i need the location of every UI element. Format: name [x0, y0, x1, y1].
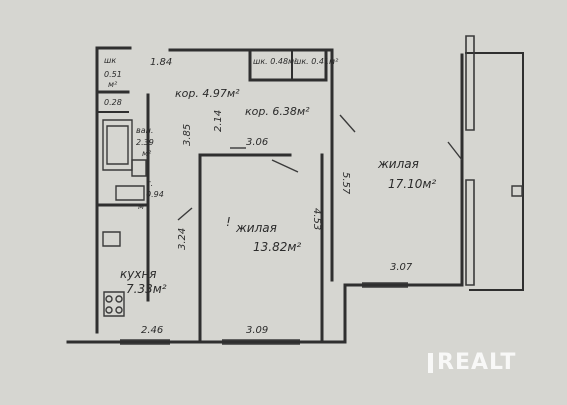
stove-burner-1 — [105, 295, 113, 303]
label-living-1-area: 13.82м² — [253, 240, 302, 254]
label-bath: ван. — [136, 126, 154, 135]
kitchen-sink — [102, 231, 121, 247]
dim-5-57: 5.57 — [340, 172, 351, 195]
label-exclamation: ! — [226, 215, 231, 229]
dim-2-46: 2.46 — [141, 325, 164, 336]
label-corridor-large: кор. 6.38м² — [245, 105, 310, 118]
label-bath-area: 2.39 — [136, 138, 154, 147]
label-kitchen: кухня — [120, 267, 157, 281]
tub-inner — [106, 125, 129, 165]
realt-logo-mark-icon — [428, 352, 433, 373]
door-swing-4 — [177, 207, 193, 221]
dim-3-24: 3.24 — [177, 227, 188, 250]
sink — [131, 159, 147, 177]
dim-3-09: 3.09 — [246, 325, 269, 336]
window-right — [511, 185, 523, 197]
dim-3-85: 3.85 — [182, 123, 193, 146]
dim-2-14: 2.14 — [213, 109, 224, 132]
balcony-rail — [465, 52, 524, 291]
dim-3-06: 3.06 — [246, 137, 269, 148]
label-closet-left-area: 0.51 — [104, 70, 122, 79]
window-bottom-right — [362, 282, 408, 288]
label-closet-left-unit: м² — [108, 80, 118, 89]
dim-3-07: 3.07 — [390, 262, 413, 273]
window-bottom-left — [120, 339, 170, 345]
realt-watermark-text: REALT — [437, 350, 517, 375]
door-swing-2 — [447, 141, 463, 161]
label-closet-top-2: шк. 0.41м² — [294, 57, 339, 66]
stove-burner-4 — [115, 306, 123, 314]
label-kitchen-area: 7.33м² — [126, 282, 167, 296]
realt-watermark: REALT — [428, 350, 516, 375]
label-living-1: жилая — [236, 221, 277, 235]
door-swing-3 — [271, 159, 299, 173]
balcony-door-top — [465, 35, 475, 131]
outer-wall-bottom — [66, 283, 464, 344]
label-toilet: т. — [146, 179, 154, 188]
label-living-2: жилая — [378, 157, 419, 171]
label-closet-left: шк — [104, 56, 117, 65]
toilet-fixture — [115, 185, 145, 201]
dim-1-84: 1.84 — [150, 57, 173, 68]
label-toilet-unit: м² — [138, 202, 148, 211]
stove-burner-3 — [105, 306, 113, 314]
stove — [103, 291, 125, 317]
door-swing-1 — [339, 114, 356, 133]
label-toilet-area: 0.94 — [146, 190, 164, 199]
label-closet-top-1: шк. 0.48м² — [253, 57, 298, 66]
dim-4-53: 4.53 — [311, 208, 322, 231]
window-bottom-mid — [222, 339, 300, 345]
stove-burner-2 — [115, 295, 123, 303]
balcony-door-bottom — [465, 179, 475, 286]
label-living-2-area: 17.10м² — [388, 177, 437, 191]
label-closet-left-2: 0.28 — [104, 98, 122, 107]
label-corridor-small: кор. 4.97м² — [175, 87, 240, 100]
label-bath-unit: м² — [142, 149, 152, 158]
